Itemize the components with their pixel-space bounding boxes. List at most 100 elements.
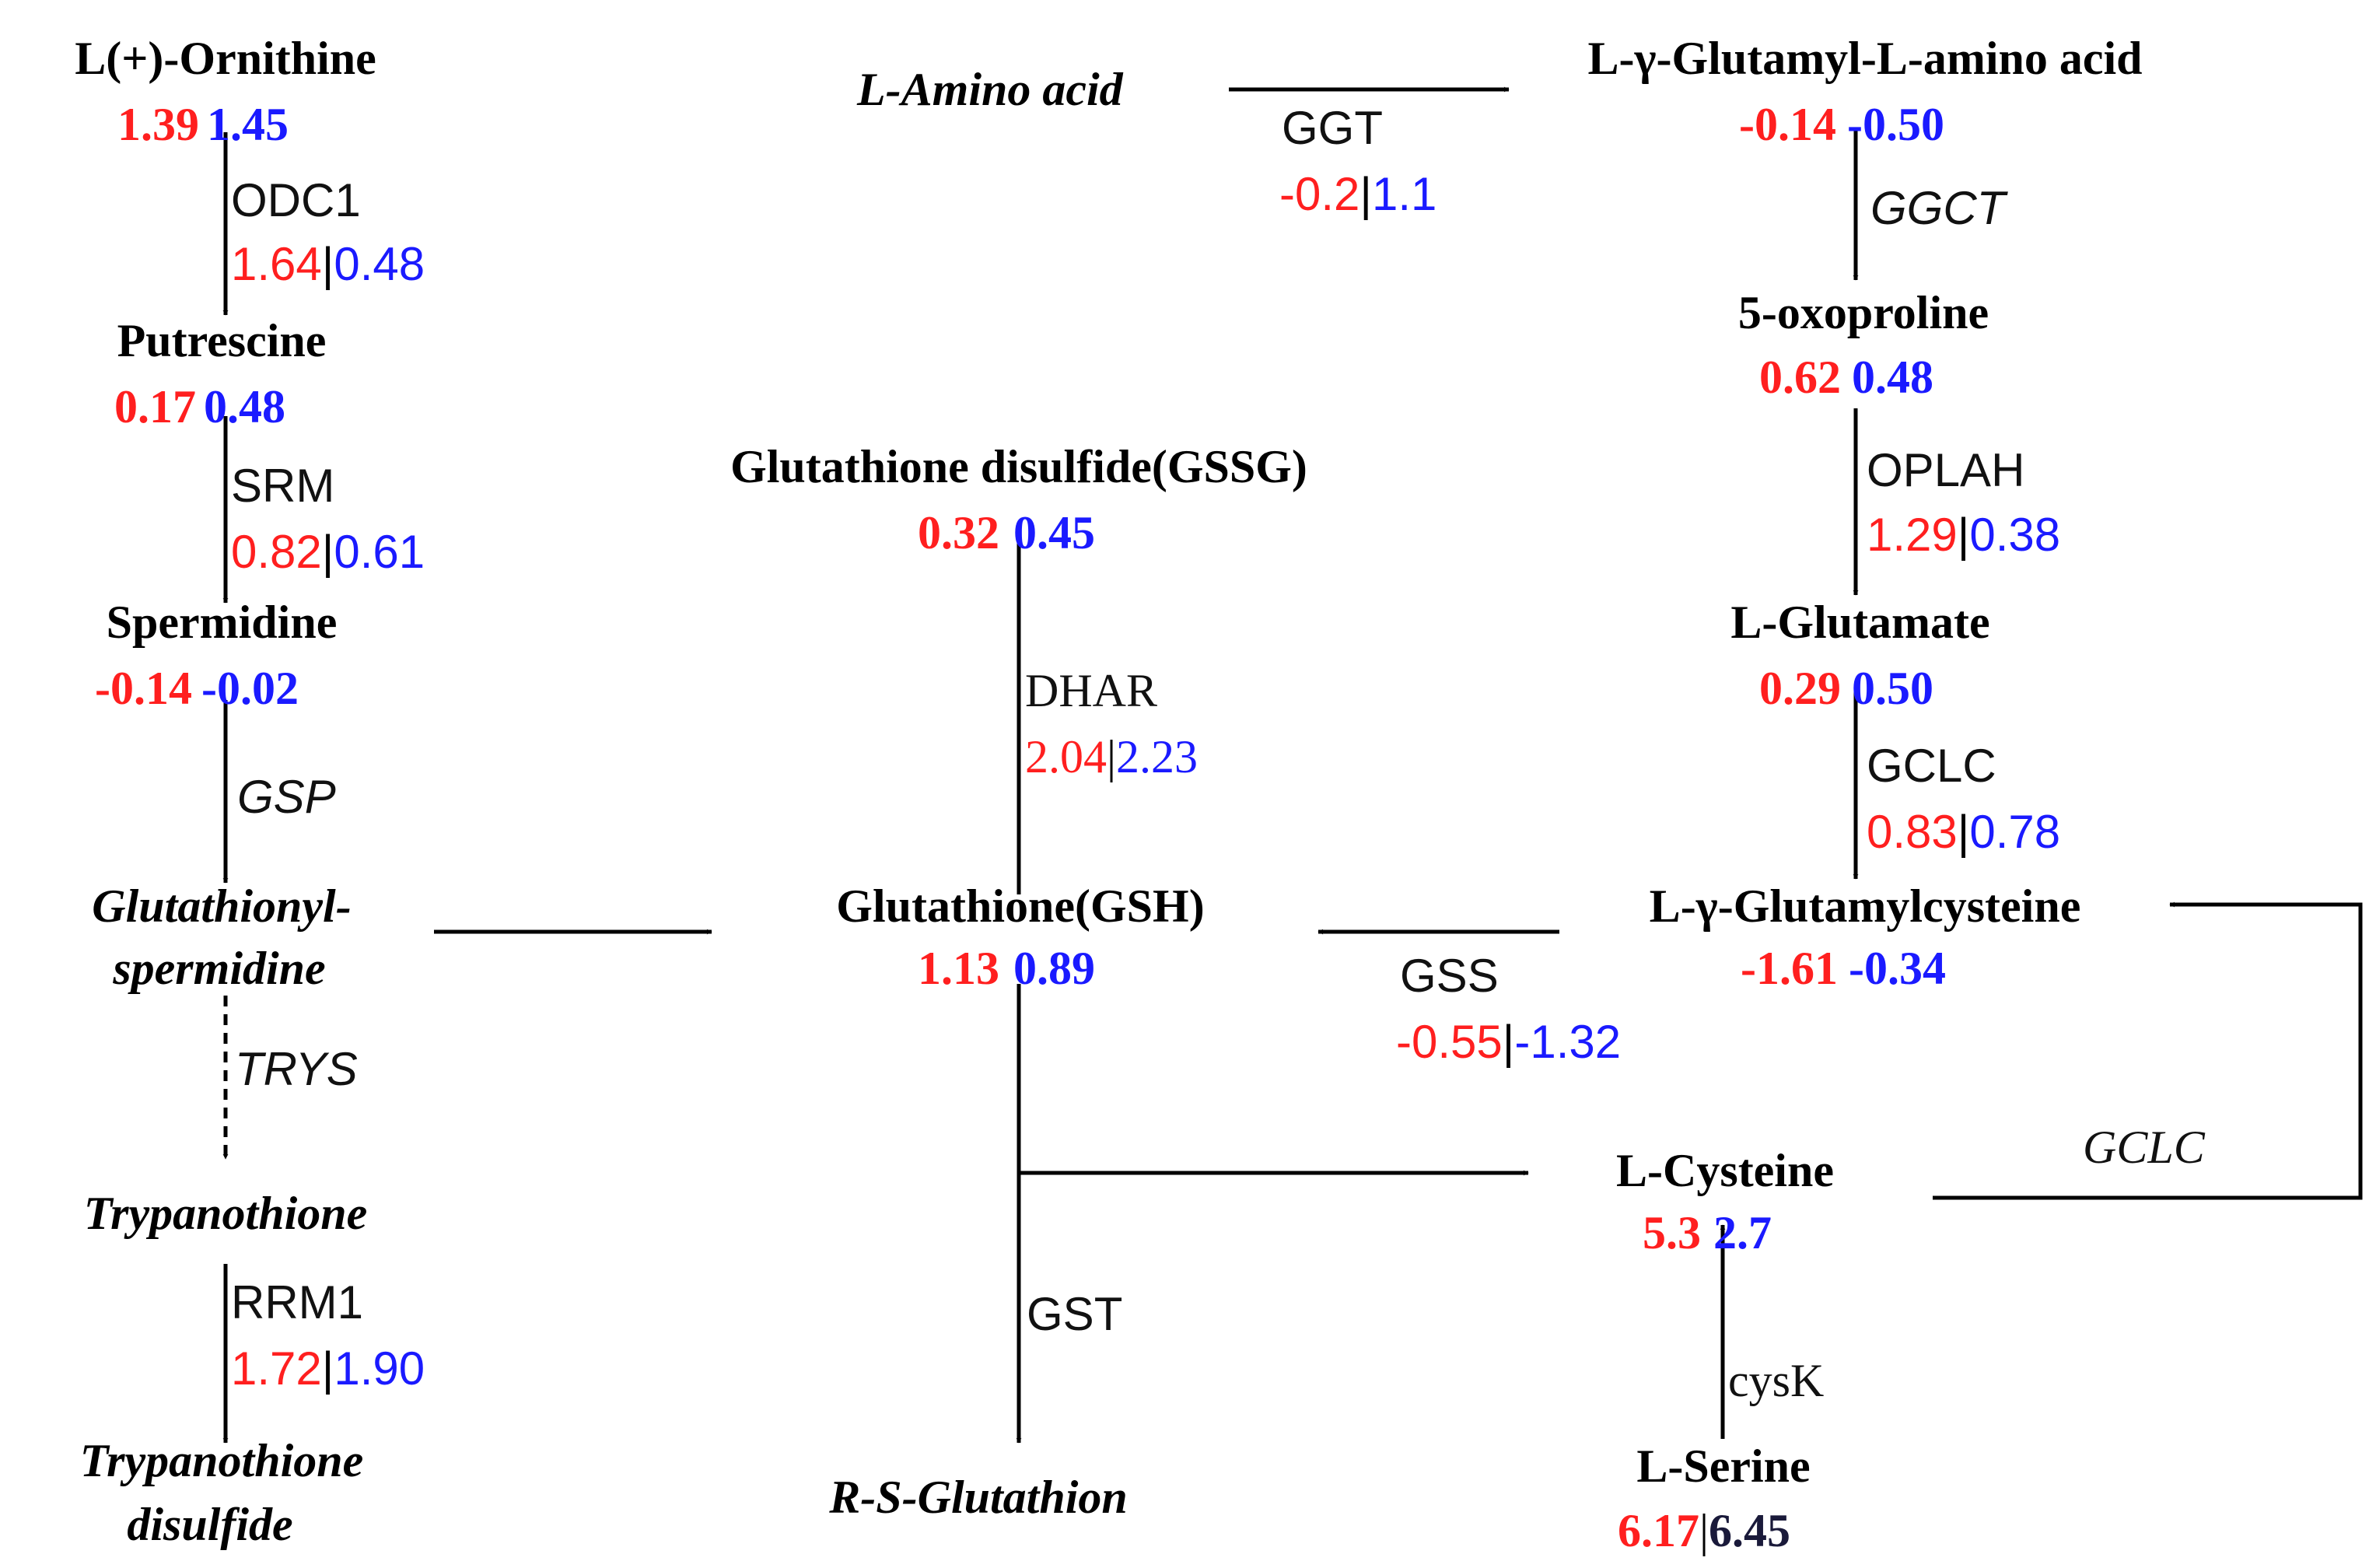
ggt-value-2: 1.1: [1371, 168, 1437, 220]
value-separator: |: [1107, 731, 1117, 782]
enzyme-gsp: GSP: [237, 771, 336, 823]
node-oxoproline: 5-oxoproline: [1737, 287, 1989, 338]
ornithine-value-2: 1.45: [207, 99, 289, 150]
arrow-cysteine-glutamylcysteine: [1933, 901, 2363, 1200]
node-serine-values: 6.17|6.45: [1618, 1507, 1790, 1554]
node-trypanothione-disulfide-line1: Trypanothione: [79, 1435, 364, 1486]
srm-value-2: 0.61: [334, 526, 425, 578]
enzyme-oplah-values: 1.29|0.38: [1867, 512, 2060, 558]
gclc-value-1: 0.83: [1867, 806, 1958, 858]
node-glutamyl-amino-acid: L-γ-Glutamyl-L-amino acid: [1587, 33, 2143, 84]
node-ornithine: L(+)-Ornithine: [75, 33, 376, 84]
enzyme-gclc-cysteine: GCLC: [2083, 1122, 2205, 1173]
glutamate-value-2: 0.50: [1852, 663, 1933, 714]
glutamyl-amino-acid-value-2: -0.50: [1846, 99, 1944, 150]
enzyme-gst: GST: [1027, 1288, 1123, 1340]
node-glutamylcysteine: L-γ-Glutamylcysteine: [1649, 880, 2081, 932]
odc1-value-2: 0.48: [334, 238, 425, 290]
node-gssg-values: 0.32 0.45: [918, 509, 1095, 556]
value-separator: |: [1502, 1016, 1515, 1068]
dhar-value-2: 2.23: [1116, 731, 1198, 782]
value-separator: |: [1957, 806, 1970, 858]
putrescine-value-2: 0.48: [204, 381, 285, 432]
gss-value-1: -0.55: [1396, 1016, 1503, 1068]
value-separator: |: [1359, 168, 1372, 220]
node-trypanothione: Trypanothione: [83, 1188, 368, 1239]
gclc-value-2: 0.78: [1969, 806, 2061, 858]
node-putrescine: Putrescine: [117, 315, 327, 366]
node-rs-glutathion: R-S-Glutathion: [829, 1472, 1128, 1523]
node-glutamylcysteine-values: -1.61-0.34: [1741, 945, 1946, 992]
glutamyl-amino-acid-value-1: -0.14: [1739, 99, 1836, 150]
enzyme-trys: TRYS: [235, 1043, 358, 1095]
srm-value-1: 0.82: [231, 526, 322, 578]
node-glutamate: L-Glutamate: [1730, 597, 1990, 648]
enzyme-gss: GSS: [1400, 950, 1499, 1002]
putrescine-value-1: 0.17: [114, 381, 196, 432]
cysteine-value-1: 5.3: [1643, 1207, 1701, 1258]
enzyme-oplah: OPLAH: [1867, 444, 2025, 496]
enzyme-ggt-values: -0.2|1.1: [1279, 171, 1436, 218]
gss-value-2: -1.32: [1514, 1016, 1622, 1068]
gssg-value-1: 0.32: [918, 507, 999, 558]
node-cysteine: L-Cysteine: [1616, 1145, 1834, 1196]
spermidine-value-2: -0.02: [201, 663, 299, 714]
value-separator: |: [1957, 509, 1970, 561]
node-spermidine: Spermidine: [106, 597, 338, 648]
cysteine-value-2: 2.7: [1713, 1207, 1772, 1258]
serine-value-2: 6.45: [1709, 1505, 1791, 1556]
glutamylcysteine-value-1: -1.61: [1741, 943, 1838, 994]
ornithine-value-1: 1.39: [117, 99, 199, 150]
value-separator: |: [1699, 1505, 1709, 1556]
node-glutathionylspermidine-line1: Glutathionyl-: [92, 880, 352, 932]
odc1-value-1: 1.64: [231, 238, 322, 290]
enzyme-ggct: GGCT: [1870, 182, 2006, 234]
serine-value-1: 6.17: [1618, 1505, 1699, 1556]
gssg-value-2: 0.45: [1013, 507, 1095, 558]
enzyme-rrm1-values: 1.72|1.90: [231, 1346, 425, 1392]
node-amino-acid: L-Amino acid: [857, 64, 1123, 115]
gsh-value-1: 1.13: [918, 943, 999, 994]
node-spermidine-values: -0.14-0.02: [95, 665, 299, 712]
gsh-value-2: 0.89: [1013, 943, 1095, 994]
dhar-value-1: 2.04: [1025, 731, 1107, 782]
oxoproline-value-1: 0.62: [1759, 352, 1841, 403]
rrm1-value-2: 1.90: [334, 1342, 425, 1395]
node-serine: L-Serine: [1636, 1440, 1811, 1492]
enzyme-rrm1: RRM1: [231, 1276, 364, 1328]
enzyme-srm-values: 0.82|0.61: [231, 529, 425, 576]
oplah-value-2: 0.38: [1969, 509, 2061, 561]
node-glutathionylspermidine-line2: spermidine: [113, 943, 326, 994]
oplah-value-1: 1.29: [1867, 509, 1958, 561]
node-glutamyl-amino-acid-values: -0.14-0.50: [1739, 101, 1944, 148]
enzyme-cysk: cysK: [1728, 1355, 1825, 1406]
rrm1-value-1: 1.72: [231, 1342, 322, 1395]
value-separator: |: [321, 526, 334, 578]
oxoproline-value-2: 0.48: [1852, 352, 1933, 403]
value-separator: |: [321, 238, 334, 290]
enzyme-gclc: GCLC: [1867, 740, 1996, 792]
enzyme-srm: SRM: [231, 460, 335, 512]
ggt-value-1: -0.2: [1279, 168, 1360, 220]
node-trypanothione-disulfide-line2: disulfide: [127, 1499, 293, 1550]
spermidine-value-1: -0.14: [95, 663, 192, 714]
enzyme-odc1: ODC1: [231, 174, 361, 226]
enzyme-gss-values: -0.55|-1.32: [1396, 1019, 1621, 1066]
enzyme-dhar-values: 2.04|2.23: [1025, 733, 1198, 780]
glutamylcysteine-value-2: -0.34: [1848, 943, 1946, 994]
node-gsh: Glutathione(GSH): [836, 880, 1205, 932]
glutamate-value-1: 0.29: [1759, 663, 1841, 714]
value-separator: |: [321, 1342, 334, 1395]
enzyme-ggt: GGT: [1282, 102, 1383, 154]
node-gssg: Glutathione disulfide(GSSG): [730, 441, 1307, 492]
node-gsh-values: 1.13 0.89: [918, 945, 1095, 992]
enzyme-odc1-values: 1.64|0.48: [231, 241, 425, 288]
enzyme-dhar: DHAR: [1025, 665, 1158, 716]
